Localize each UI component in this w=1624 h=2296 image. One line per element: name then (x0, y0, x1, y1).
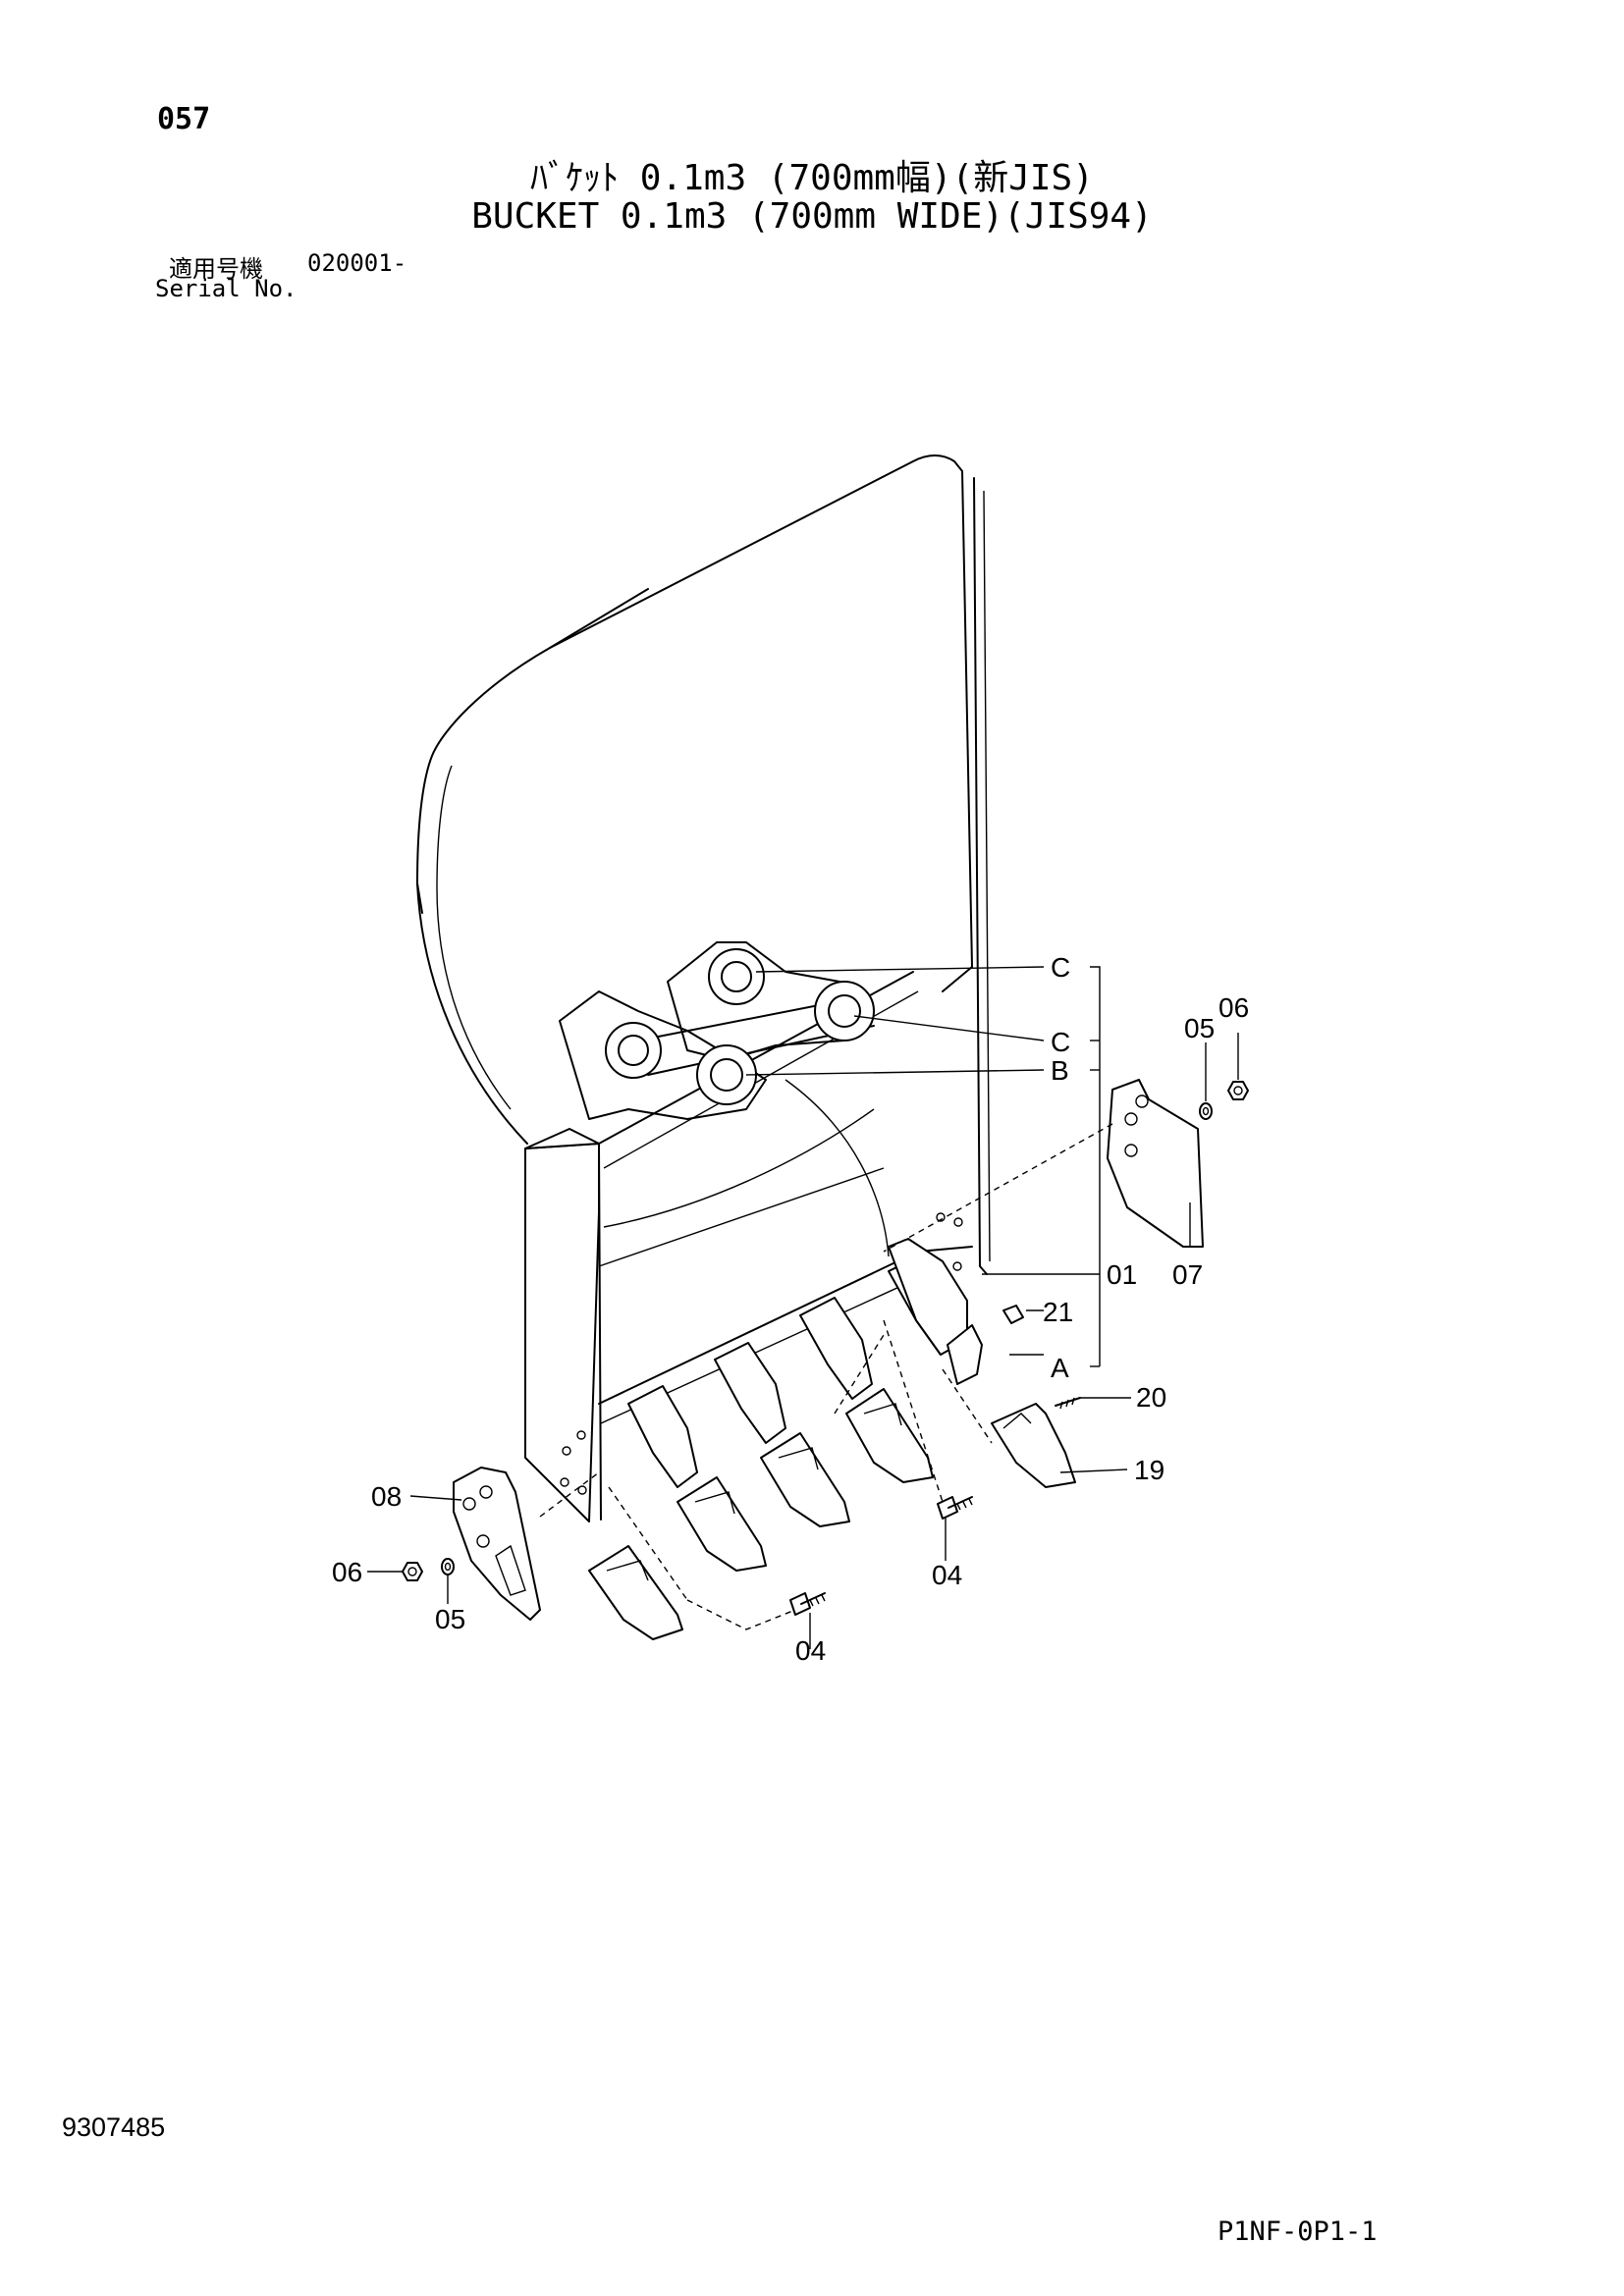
page-number: 057 (157, 102, 211, 136)
part-05-right-label: 05 (1184, 1013, 1215, 1043)
side-cutter-right (1107, 1079, 1204, 1248)
callout-a: A (1051, 1353, 1069, 1383)
serial-label-english: Serial No. (155, 275, 298, 302)
leader-lines (367, 966, 1239, 1649)
title-japanese: ﾊﾞｹｯﾄ 0.1m3 (700mm幅)(新JIS) (530, 158, 1094, 198)
washer-left (441, 1558, 455, 1575)
boss-left-upper (605, 1022, 662, 1079)
nut-left (402, 1562, 423, 1581)
part-04-left-label: 04 (795, 1635, 826, 1666)
boss-right-upper (708, 948, 765, 1005)
part-06-right-label: 06 (1218, 992, 1249, 1023)
nut-right (1227, 1081, 1249, 1100)
bucket-body (416, 454, 991, 1522)
serial-label-japanese: 適用号機 (169, 255, 263, 283)
part-20-label: 20 (1136, 1382, 1166, 1413)
bolt-right (937, 1496, 973, 1520)
title-english: BUCKET 0.1m3 (700mm WIDE)(JIS94) (471, 196, 1153, 237)
part-19-label: 19 (1134, 1455, 1164, 1485)
part-06-left-label: 06 (332, 1557, 362, 1587)
washer-right (1199, 1102, 1213, 1120)
drawing-number: 9307485 (62, 2112, 166, 2142)
side-cutter-left (453, 1467, 541, 1621)
part-08-label: 08 (371, 1481, 402, 1512)
tooth-adapters (627, 1238, 968, 1488)
bolt-left (789, 1592, 826, 1616)
boss-right-lower (814, 981, 875, 1041)
part-05-left-label: 05 (435, 1604, 465, 1634)
serial-number-value: 020001- (307, 249, 407, 277)
part-04-right-label: 04 (932, 1560, 962, 1590)
callout-labels: C C B A 01 07 21 20 19 05 06 08 06 05 04… (332, 952, 1249, 1666)
loose-tooth (991, 1403, 1076, 1488)
boss-left-lower (696, 1044, 757, 1105)
part-01-label: 01 (1107, 1259, 1137, 1290)
lock-block (1002, 1305, 1024, 1324)
sheet-reference: P1NF-0P1-1 (1218, 2216, 1378, 2247)
part-21-label: 21 (1043, 1297, 1073, 1327)
installed-teeth (588, 1324, 983, 1640)
assembly-lines (539, 1123, 1113, 1630)
callout-c-top: C (1051, 952, 1070, 983)
part-07-label: 07 (1172, 1259, 1203, 1290)
mounting-brackets (559, 941, 875, 1120)
callout-c-mid: C (1051, 1027, 1070, 1057)
callout-b: B (1051, 1055, 1069, 1086)
retainer-pin (1055, 1397, 1081, 1410)
